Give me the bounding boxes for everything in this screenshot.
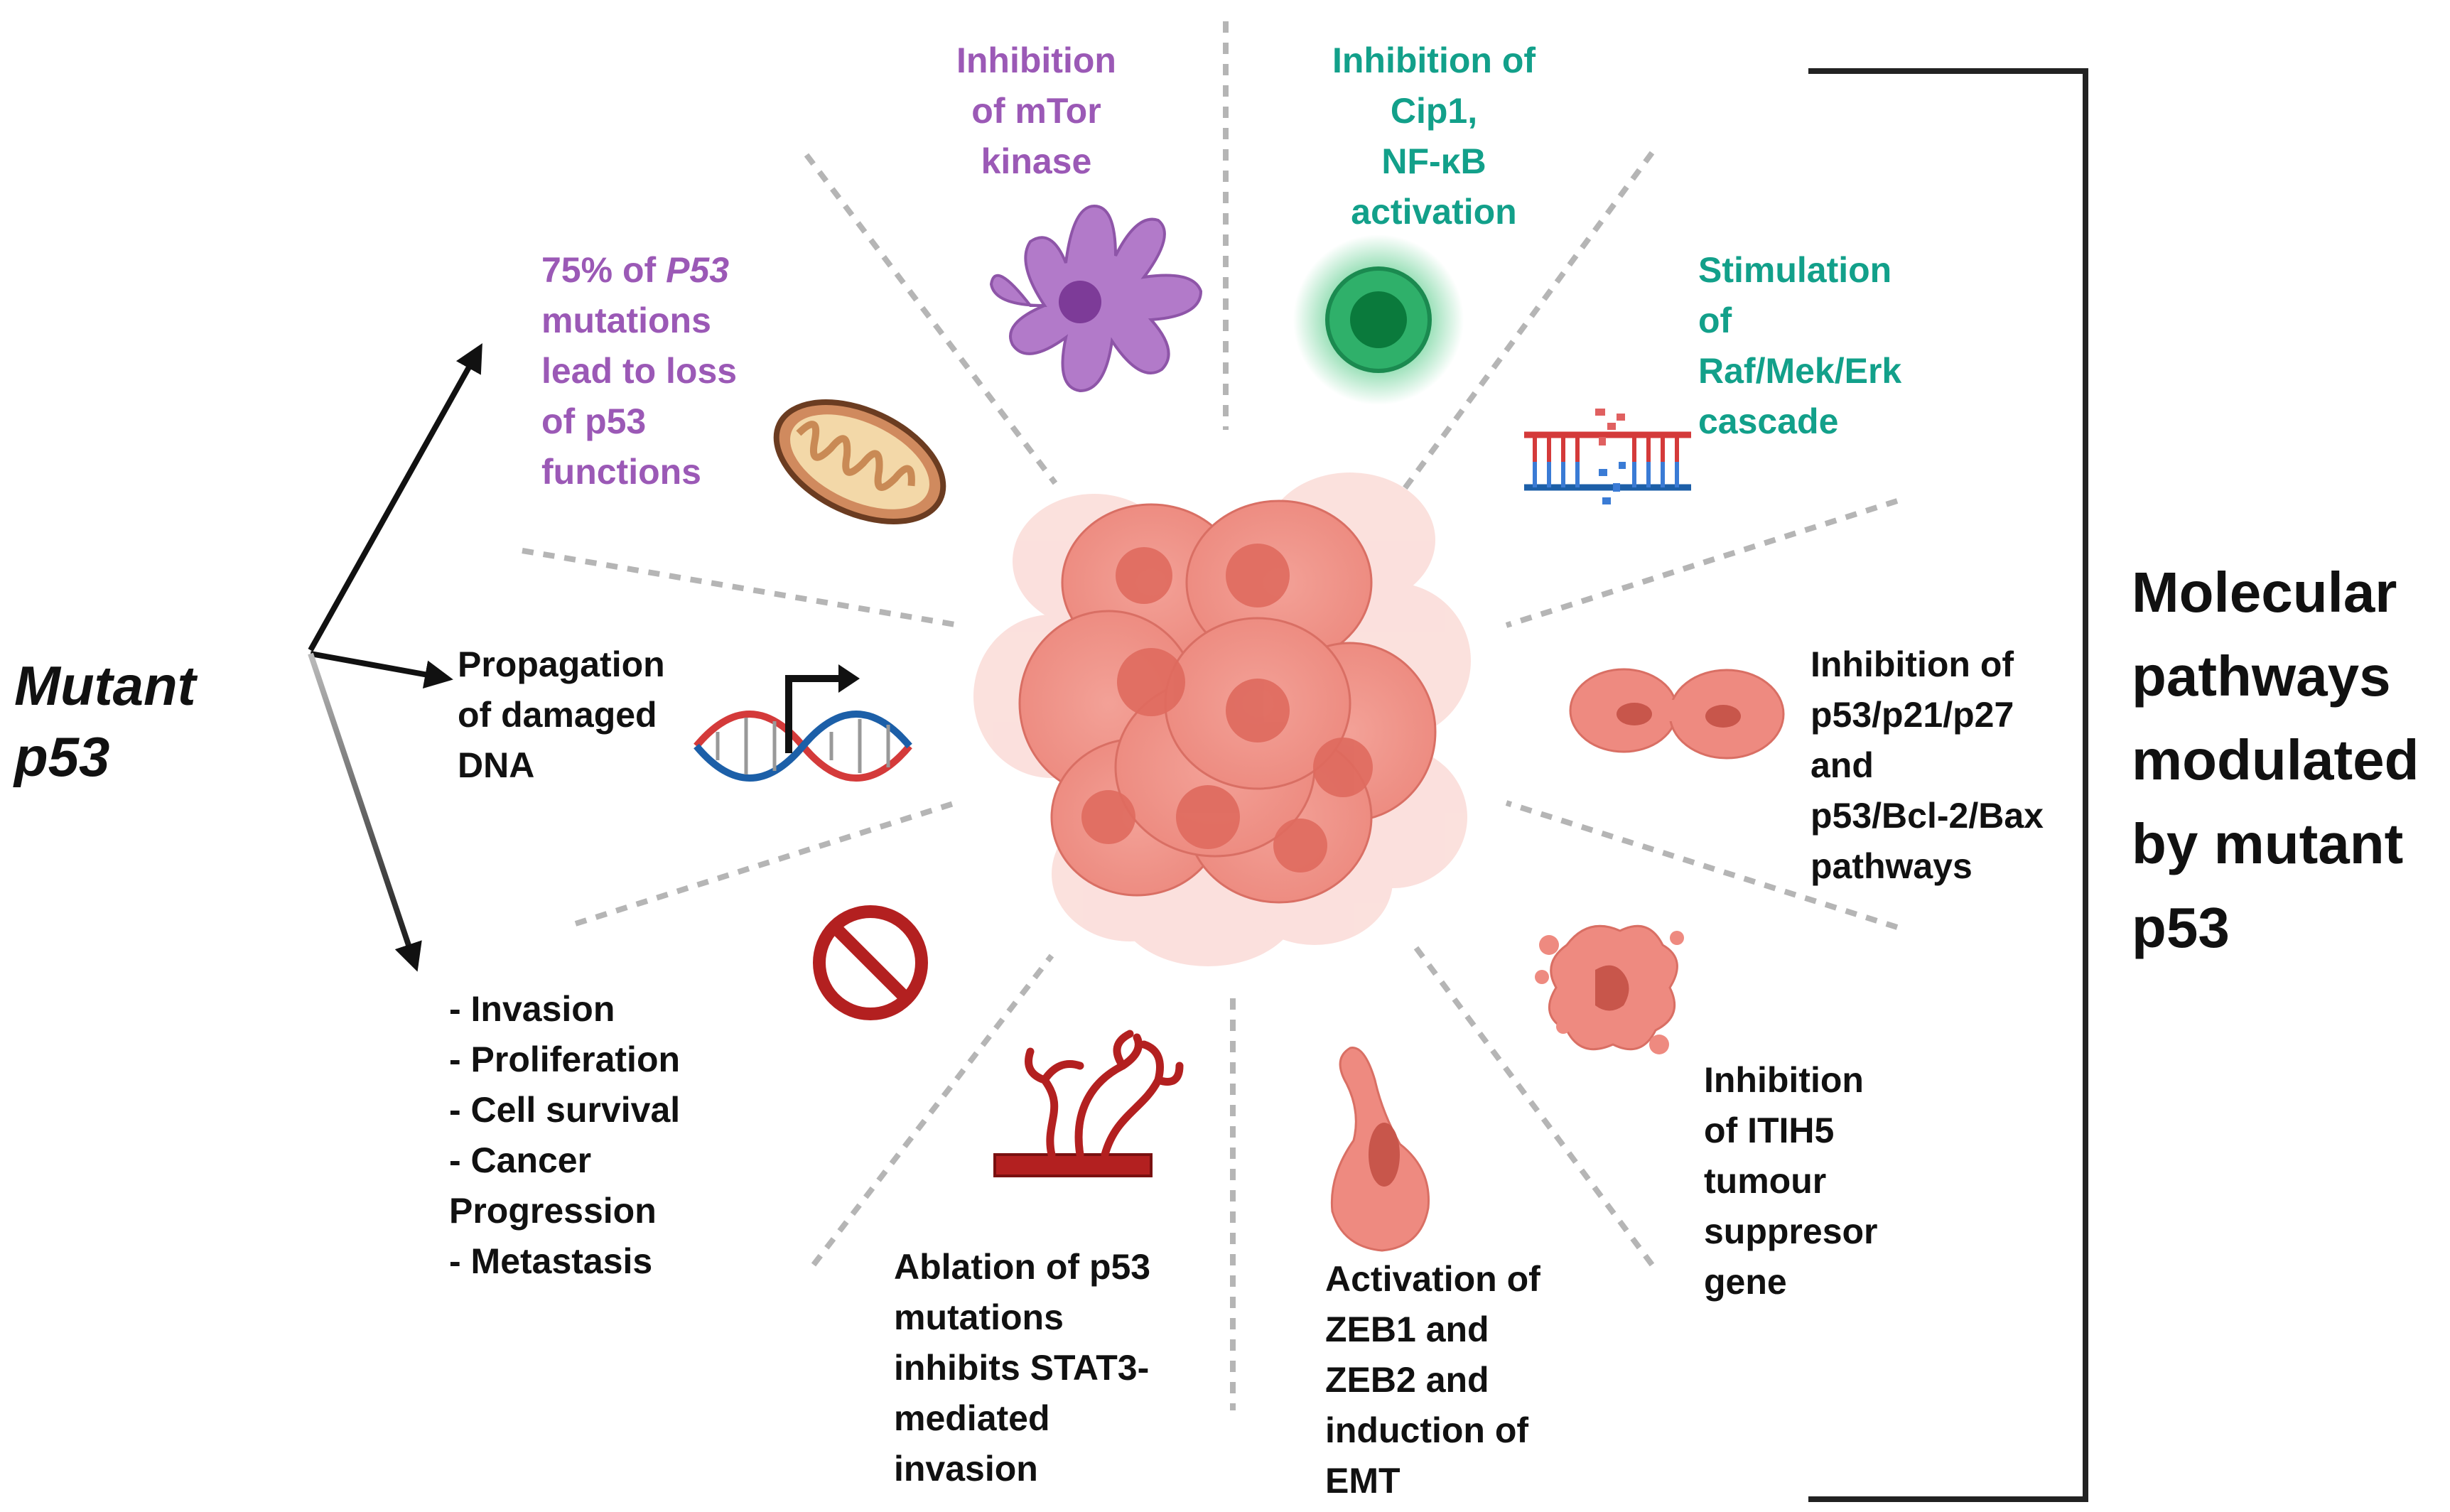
cip1-inhibition-label: Inhibition of Cip1, NF-κB activation bbox=[1332, 36, 1536, 237]
mutant-p53-title: Mutant p53 bbox=[14, 650, 196, 792]
outcome-item: - Proliferation bbox=[449, 1040, 681, 1079]
mtor-label-line: of mTor bbox=[971, 91, 1101, 131]
dna-transcription-icon bbox=[694, 664, 912, 782]
itih5-label-line: gene bbox=[1704, 1262, 1787, 1302]
molecular-title-line: modulated bbox=[2132, 728, 2419, 792]
loss-label-line: mutations bbox=[541, 301, 711, 340]
migrating-cell-icon bbox=[1330, 1047, 1430, 1252]
zeb-activation-label: Activation of ZEB1 and ZEB2 and inductio… bbox=[1325, 1254, 1540, 1506]
mitochondria-icon bbox=[773, 399, 946, 524]
cip1-label-line: activation bbox=[1351, 192, 1517, 232]
stat3-label-line: mutations bbox=[894, 1297, 1064, 1337]
mutant-title-line: p53 bbox=[14, 725, 110, 788]
cip1-label-line: Cip1, bbox=[1390, 91, 1478, 131]
raf-label-line: of bbox=[1698, 301, 1732, 340]
outcome-item: - Metastasis bbox=[449, 1241, 653, 1281]
molecular-title-line: pathways bbox=[2132, 644, 2391, 708]
loss-label-line: of p53 bbox=[541, 401, 647, 441]
arrow-up bbox=[308, 343, 482, 652]
loss-of-function-label: 75% of P53 mutations lead to loss of p53… bbox=[541, 245, 737, 497]
cip1-label-line: Inhibition of bbox=[1332, 40, 1536, 80]
stat3-label-line: Ablation of p53 bbox=[894, 1247, 1151, 1287]
loss-label-line: 75% of P53 bbox=[541, 250, 730, 290]
prohibition-icon bbox=[813, 905, 928, 1020]
green-cell-icon bbox=[1293, 234, 1464, 405]
itih5-label-line: suppresor bbox=[1704, 1211, 1878, 1251]
outcome-item: - Cancer bbox=[449, 1140, 592, 1180]
p21-label-line: p53/Bcl-2/Bax bbox=[1810, 796, 2044, 836]
arrow-down bbox=[308, 652, 422, 972]
molecular-title-line: by mutant bbox=[2132, 812, 2404, 875]
blood-vessel-icon bbox=[993, 1030, 1184, 1177]
tumour-cluster-icon bbox=[973, 472, 1471, 966]
scattered-cell-icon bbox=[1535, 924, 1684, 1054]
arrow-mid bbox=[310, 651, 453, 688]
p21-label-line: and bbox=[1810, 745, 1874, 785]
p21-label-line: Inhibition of bbox=[1810, 644, 2014, 684]
zeb-label-line: ZEB2 and bbox=[1325, 1360, 1489, 1400]
stat3-label-line: mediated bbox=[894, 1398, 1050, 1438]
outcome-item: Progression bbox=[449, 1191, 657, 1231]
loss-label-line: lead to loss bbox=[541, 351, 738, 391]
stat3-label-line: invasion bbox=[894, 1449, 1038, 1489]
propagation-label-line: Propagation bbox=[458, 644, 665, 684]
itih5-label-line: of ITIH5 bbox=[1704, 1111, 1835, 1150]
itih5-label-line: tumour bbox=[1704, 1161, 1827, 1201]
raf-stimulation-label: Stimulation of Raf/Mek/Erk cascade bbox=[1698, 245, 1901, 447]
itih5-label-line: Inhibition bbox=[1704, 1060, 1864, 1100]
right-bracket bbox=[1808, 68, 2088, 1502]
outcomes-list: - Invasion - Proliferation - Cell surviv… bbox=[449, 984, 680, 1287]
molecular-pathways-title: Molecular pathways modulated by mutant p… bbox=[2132, 551, 2419, 970]
propagation-label-line: of damaged bbox=[458, 695, 657, 735]
molecular-title-line: Molecular bbox=[2132, 561, 2397, 624]
separator-lines bbox=[522, 21, 1899, 1410]
mtor-inhibition-label: Inhibition of mTor kinase bbox=[956, 36, 1116, 187]
mtor-label-line: Inhibition bbox=[956, 40, 1116, 80]
p21-label-line: pathways bbox=[1810, 846, 1973, 886]
raf-label-line: Raf/Mek/Erk bbox=[1698, 351, 1902, 391]
cip1-label-line: NF-κB bbox=[1381, 141, 1486, 181]
zeb-label-line: ZEB1 and bbox=[1325, 1310, 1489, 1349]
p21-label-line: p53/p21/p27 bbox=[1810, 695, 2014, 735]
mutant-arrows bbox=[308, 343, 482, 972]
mutant-title-line: Mutant bbox=[14, 654, 196, 717]
outcome-item: - Invasion bbox=[449, 989, 615, 1029]
stat3-ablation-label: Ablation of p53 mutations inhibits STAT3… bbox=[894, 1242, 1150, 1494]
zeb-label-line: induction of bbox=[1325, 1410, 1529, 1450]
stat3-label-line: inhibits STAT3- bbox=[894, 1348, 1150, 1388]
raf-label-line: Stimulation bbox=[1698, 250, 1892, 290]
propagation-label-line: DNA bbox=[458, 745, 535, 785]
dendritic-cell-icon bbox=[989, 204, 1203, 393]
mtor-label-line: kinase bbox=[981, 141, 1092, 181]
itih5-label: Inhibition of ITIH5 tumour suppresor gen… bbox=[1704, 1055, 1878, 1307]
raf-label-line: cascade bbox=[1698, 401, 1839, 441]
p21-pathway-label: Inhibition of p53/p21/p27 and p53/Bcl-2/… bbox=[1810, 639, 2044, 892]
loss-label-line: functions bbox=[541, 452, 701, 492]
zeb-label-line: EMT bbox=[1325, 1461, 1401, 1501]
dna-damage-icon bbox=[1524, 409, 1691, 504]
propagation-label: Propagation of damaged DNA bbox=[458, 639, 665, 791]
zeb-label-line: Activation of bbox=[1325, 1259, 1540, 1299]
molecular-title-line: p53 bbox=[2132, 896, 2230, 959]
outcome-item: - Cell survival bbox=[449, 1090, 681, 1130]
dividing-cell-icon bbox=[1569, 668, 1785, 760]
